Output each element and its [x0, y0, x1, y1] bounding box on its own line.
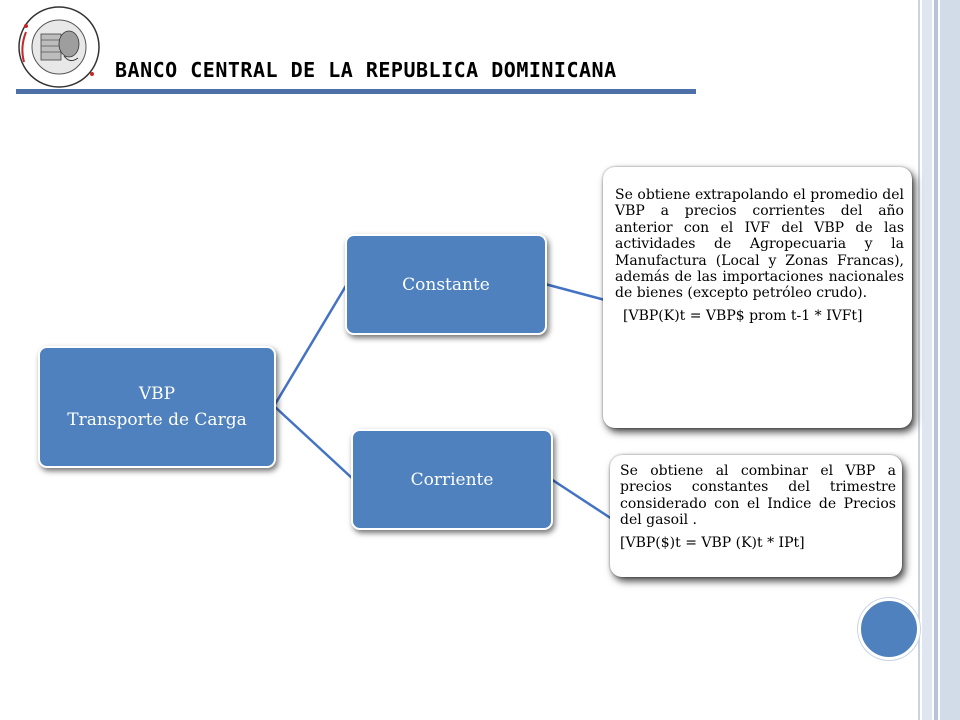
description-text: Se obtiene al combinar el VBP a precios … [620, 463, 896, 529]
branch-node-constante: Constante [345, 234, 547, 335]
right-border-band [940, 0, 960, 720]
right-border-line [934, 0, 938, 720]
right-border-band [922, 0, 932, 720]
formula-text: [VBP(K)t = VBP$ prom t-1 * IVFt] [623, 307, 863, 324]
root-node-title: VBP [138, 384, 176, 404]
right-border-line [918, 0, 920, 720]
connector-corriente-desc [550, 477, 613, 521]
decorative-circle [858, 598, 920, 660]
root-node-vbp: VBP Transporte de Carga [38, 346, 276, 468]
connector-root-constante [272, 283, 349, 407]
root-node-subtitle: Transporte de Carga [67, 410, 247, 430]
description-box-corriente: Se obtiene al combinar el VBP a precios … [610, 455, 902, 577]
branch-label: Corriente [410, 469, 494, 490]
connector-constante-desc [544, 282, 606, 302]
connector-root-corriente [273, 405, 354, 480]
bank-seal-logo [18, 6, 100, 88]
branch-node-corriente: Corriente [351, 429, 553, 530]
header-title: BANCO CENTRAL DE LA REPUBLICA DOMINICANA [115, 58, 617, 82]
description-box-constante: Se obtiene extrapolando el promedio del … [603, 167, 912, 428]
formula-text: [VBP($)t = VBP (K)t * IPt] [620, 534, 805, 551]
header-divider [16, 89, 696, 94]
description-text: Se obtiene extrapolando el promedio del … [615, 187, 904, 302]
branch-label: Constante [402, 274, 490, 295]
